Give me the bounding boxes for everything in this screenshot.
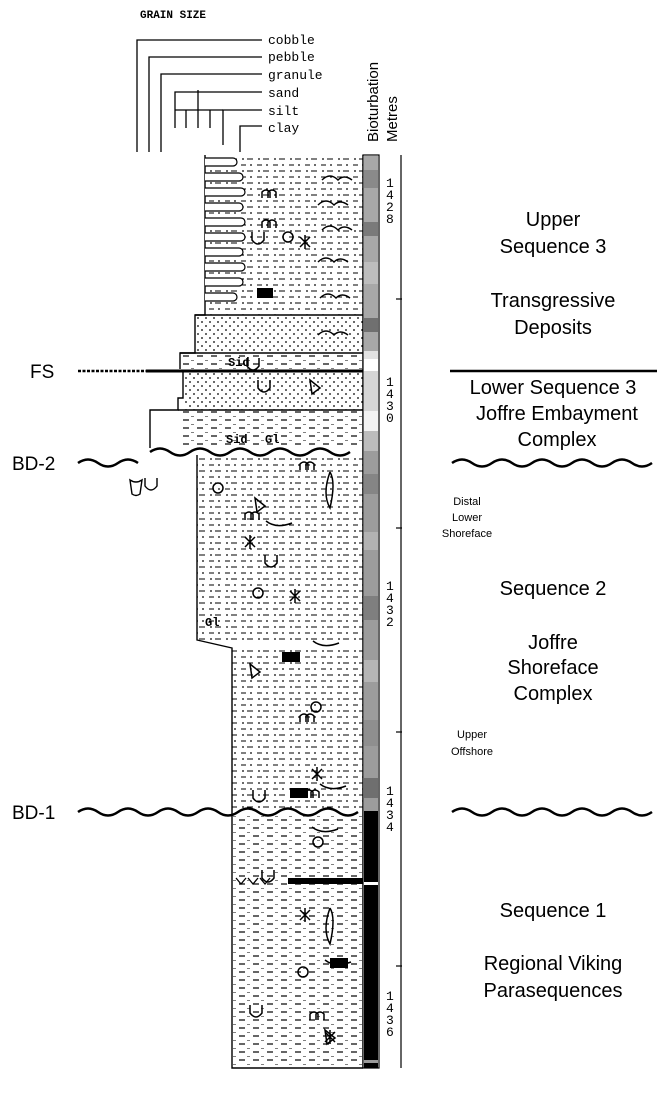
facies-distal-3: Shoreface (442, 528, 492, 540)
seq-1-line4: Parasequences (484, 980, 623, 1002)
depth-1428-d1: 1 (386, 176, 394, 191)
grain-size-title: GRAIN SIZE (140, 10, 206, 22)
depth-1436-d3: 3 (386, 1013, 394, 1028)
lithology-labels: Sid Sid Gl Gl (205, 356, 279, 630)
depth-1436-d1: 1 (386, 989, 394, 1004)
bioturbation-column (362, 154, 380, 1069)
depth-1436-d2: 4 (386, 1001, 394, 1016)
metres-axis (396, 155, 402, 1068)
depth-1430-d1: 1 (386, 375, 394, 390)
seq-lower-3-line2: Joffre Embayment (476, 403, 638, 425)
lithology-label-gl-1: Gl (265, 433, 279, 447)
lithology-label-sid-2: Sid (226, 433, 248, 447)
facies-distal-2: Lower (452, 512, 482, 524)
seq-1-line3: Regional Viking (484, 953, 623, 975)
grain-label-granule: granule (268, 68, 323, 83)
seq-upper-3-line5: Deposits (514, 317, 592, 339)
depth-1432-d3: 3 (386, 603, 394, 618)
sedimentary-symbols (212, 175, 353, 1046)
seq-2-line3: Joffre (528, 632, 578, 654)
depth-1428-d3: 2 (386, 200, 394, 215)
facies-distal-1: Distal (453, 496, 481, 508)
seq-2-line5: Complex (514, 683, 593, 705)
seq-lower-3-line1: Lower Sequence 3 (470, 377, 637, 399)
surface-label-fs: FS (30, 362, 54, 383)
seq-upper-3-line4: Transgressive (491, 290, 616, 312)
seq-2-line4: Shoreface (507, 657, 598, 679)
facies-labels: Distal Lower Shoreface Upper Offshore (442, 496, 493, 758)
depth-1430-d2: 4 (386, 387, 394, 402)
seq-upper-3-line2: Sequence 3 (500, 236, 607, 258)
seq-2-line1: Sequence 2 (500, 578, 607, 600)
grain-size-labels: cobble pebble granule sand silt clay (268, 33, 323, 136)
depth-1430-d4: 0 (386, 411, 394, 426)
depth-1430-d3: 3 (386, 399, 394, 414)
lithology-label-gl-2: Gl (205, 616, 219, 630)
metres-header: Metres (384, 96, 401, 142)
surface-label-bd2: BD-2 (12, 454, 55, 475)
v-marks (235, 877, 271, 886)
seq-upper-3-line1: Upper (526, 209, 581, 231)
depth-1434-d4: 4 (386, 820, 394, 835)
facies-offshore-2: Offshore (451, 746, 493, 758)
depth-1428-d4: 8 (386, 212, 394, 227)
sequence-labels: Upper Sequence 3 Transgressive Deposits … (470, 209, 639, 1002)
burrow-symbol-left (129, 478, 158, 497)
depth-1434-d1: 1 (386, 784, 394, 799)
bioturbation-header: Bioturbation (365, 62, 382, 142)
lithology-label-sid-1: Sid (228, 356, 250, 370)
grain-label-cobble: cobble (268, 33, 315, 48)
ripple-edge (205, 157, 246, 302)
dark-symbol-blocks (257, 288, 363, 968)
seq-lower-3-line3: Complex (518, 429, 597, 451)
surface-label-bd1: BD-1 (12, 803, 55, 824)
depth-1432-d4: 2 (386, 615, 394, 630)
grain-label-sand: sand (268, 86, 299, 101)
surface-labels: FS BD-2 BD-1 (12, 362, 55, 824)
depth-1436-d4: 6 (386, 1025, 394, 1040)
grain-label-clay: clay (268, 121, 299, 136)
depth-1434-d2: 4 (386, 796, 394, 811)
grain-label-silt: silt (268, 104, 299, 119)
facies-offshore-1: Upper (457, 729, 487, 741)
depth-1428-d2: 4 (386, 188, 394, 203)
seq-1-line1: Sequence 1 (500, 900, 607, 922)
grain-size-scale (136, 39, 262, 152)
surface-lines (77, 369, 657, 817)
depth-1434-d3: 3 (386, 808, 394, 823)
depth-1432-d1: 1 (386, 579, 394, 594)
grain-label-pebble: pebble (268, 50, 315, 65)
depth-1432-d2: 4 (386, 591, 394, 606)
depth-labels: 1 4 2 8 1 4 3 0 1 4 3 2 1 4 3 4 1 4 3 6 (386, 176, 394, 1040)
